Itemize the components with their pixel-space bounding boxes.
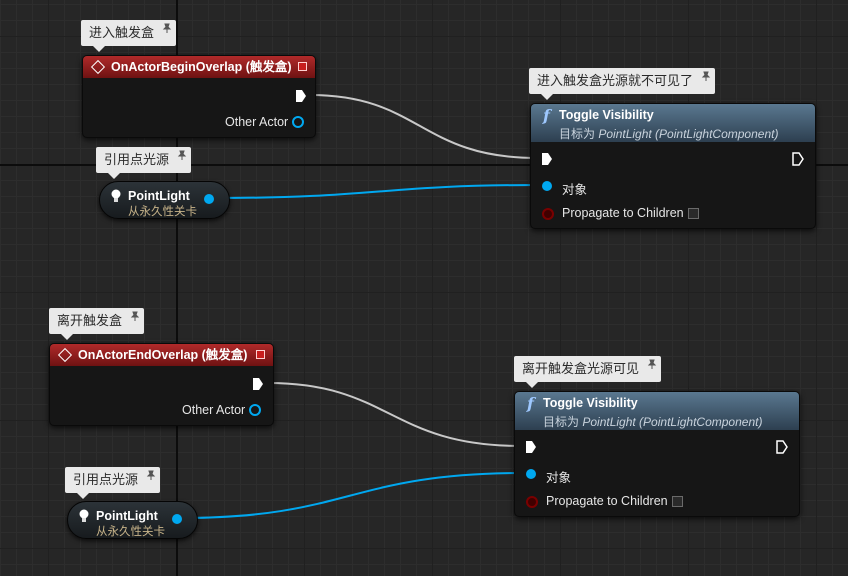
target-prefix: 目标为 — [559, 127, 599, 141]
event-node-title: OnActorEndOverlap (触发盒) — [78, 348, 248, 362]
variable-node-pointlight-2[interactable]: PointLight 从永久性关卡 — [67, 501, 198, 539]
pointlight-output-pin[interactable] — [204, 194, 214, 204]
exec-output-pin[interactable] — [792, 152, 804, 166]
exec-output-pin[interactable] — [295, 89, 307, 103]
propagate-checkbox[interactable] — [672, 496, 683, 507]
pin-icon[interactable] — [647, 359, 657, 369]
target-pin-label: 对象 — [546, 471, 572, 485]
function-node-toggle-visibility-2[interactable]: f Toggle Visibility 目标为 PointLight (Poin… — [514, 391, 800, 517]
propagate-checkbox[interactable] — [688, 208, 699, 219]
function-title: Toggle Visibility — [543, 396, 638, 410]
comment-tail — [526, 382, 538, 388]
comment-tail — [108, 173, 120, 179]
comment-tail — [93, 46, 105, 52]
comment-enter-trigger[interactable]: 进入触发盒 — [81, 20, 177, 52]
comment-text: 离开触发盒光源可见 — [522, 361, 640, 376]
function-node-header[interactable]: f Toggle Visibility 目标为 PointLight (Poin… — [531, 104, 815, 142]
object-wire-light2[interactable] — [180, 472, 525, 519]
light-bulb-icon — [79, 509, 89, 522]
target-input-pin[interactable] — [542, 181, 552, 191]
comment-text: 进入触发盒 — [89, 25, 155, 40]
pin-icon[interactable] — [177, 150, 187, 160]
grid-origin-vertical-line — [176, 0, 178, 576]
comment-tail — [77, 493, 89, 499]
variable-name: PointLight — [96, 509, 158, 523]
comment-leave-trigger[interactable]: 离开触发盒 — [49, 308, 145, 340]
variable-name: PointLight — [128, 189, 190, 203]
variable-level: 从永久性关卡 — [96, 526, 165, 538]
other-actor-output-pin[interactable] — [249, 404, 261, 416]
exec-input-pin[interactable] — [525, 440, 537, 454]
function-target-subtitle: 目标为 PointLight (PointLightComponent) — [559, 125, 778, 142]
comment-text: 引用点光源 — [104, 152, 170, 167]
variable-level: 从永久性关卡 — [128, 206, 197, 218]
propagate-pin-label: Propagate to Children — [546, 494, 668, 508]
comment-text: 离开触发盒 — [57, 313, 123, 328]
pointlight-output-pin[interactable] — [172, 514, 182, 524]
propagate-input-pin[interactable] — [542, 208, 554, 220]
target-class: PointLight (PointLightComponent) — [582, 415, 763, 429]
other-actor-label: Other Actor — [182, 403, 246, 417]
function-node-toggle-visibility-1[interactable]: f Toggle Visibility 目标为 PointLight (Poin… — [530, 103, 816, 229]
target-input-pin[interactable] — [526, 469, 536, 479]
event-node-header[interactable]: OnActorBeginOverlap (触发盒) — [83, 56, 315, 78]
event-node-title: OnActorBeginOverlap (触发盒) — [111, 60, 292, 74]
comment-leave-light-visible[interactable]: 离开触发盒光源可见 — [514, 356, 662, 388]
function-icon: f — [527, 394, 534, 413]
event-node-begin-overlap[interactable]: OnActorBeginOverlap (触发盒) Other Actor — [82, 55, 316, 138]
comment-enter-light-invisible[interactable]: 进入触发盒光源就不可见了 — [529, 68, 716, 100]
event-node-header[interactable]: OnActorEndOverlap (触发盒) — [50, 344, 273, 366]
function-node-header[interactable]: f Toggle Visibility 目标为 PointLight (Poin… — [515, 392, 799, 430]
target-prefix: 目标为 — [543, 415, 583, 429]
function-title: Toggle Visibility — [559, 108, 654, 122]
variable-node-pointlight-1[interactable]: PointLight 从永久性关卡 — [99, 181, 230, 219]
comment-text: 引用点光源 — [73, 472, 139, 487]
event-diamond-icon — [57, 347, 73, 363]
pin-icon[interactable] — [146, 470, 156, 480]
propagate-pin-label: Propagate to Children — [562, 206, 684, 220]
comment-text: 进入触发盒光源就不可见了 — [537, 73, 694, 88]
target-pin-label: 对象 — [562, 183, 588, 197]
target-class: PointLight (PointLightComponent) — [598, 127, 779, 141]
event-node-end-overlap[interactable]: OnActorEndOverlap (触发盒) Other Actor — [49, 343, 274, 426]
pin-icon[interactable] — [162, 23, 172, 33]
event-diamond-icon — [90, 59, 106, 75]
exec-output-pin[interactable] — [252, 377, 264, 391]
light-bulb-icon — [111, 189, 121, 202]
function-icon: f — [543, 106, 550, 125]
comment-ref-light-1[interactable]: 引用点光源 — [96, 147, 192, 179]
pin-icon[interactable] — [130, 311, 140, 321]
grid-origin-horizontal-line — [0, 164, 848, 166]
delegate-output-pin[interactable] — [298, 62, 307, 71]
exec-input-pin[interactable] — [541, 152, 553, 166]
other-actor-label: Other Actor — [225, 115, 289, 129]
exec-wire-begin[interactable] — [309, 94, 538, 159]
exec-output-pin[interactable] — [776, 440, 788, 454]
delegate-output-pin[interactable] — [256, 350, 265, 359]
other-actor-output-pin[interactable] — [292, 116, 304, 128]
pin-icon[interactable] — [701, 71, 711, 81]
comment-tail — [61, 334, 73, 340]
comment-tail — [541, 94, 553, 100]
object-wire-light1[interactable] — [212, 184, 541, 199]
function-target-subtitle: 目标为 PointLight (PointLightComponent) — [543, 413, 762, 430]
exec-wire-end[interactable] — [267, 382, 522, 447]
propagate-input-pin[interactable] — [526, 496, 538, 508]
comment-ref-light-2[interactable]: 引用点光源 — [65, 467, 161, 499]
